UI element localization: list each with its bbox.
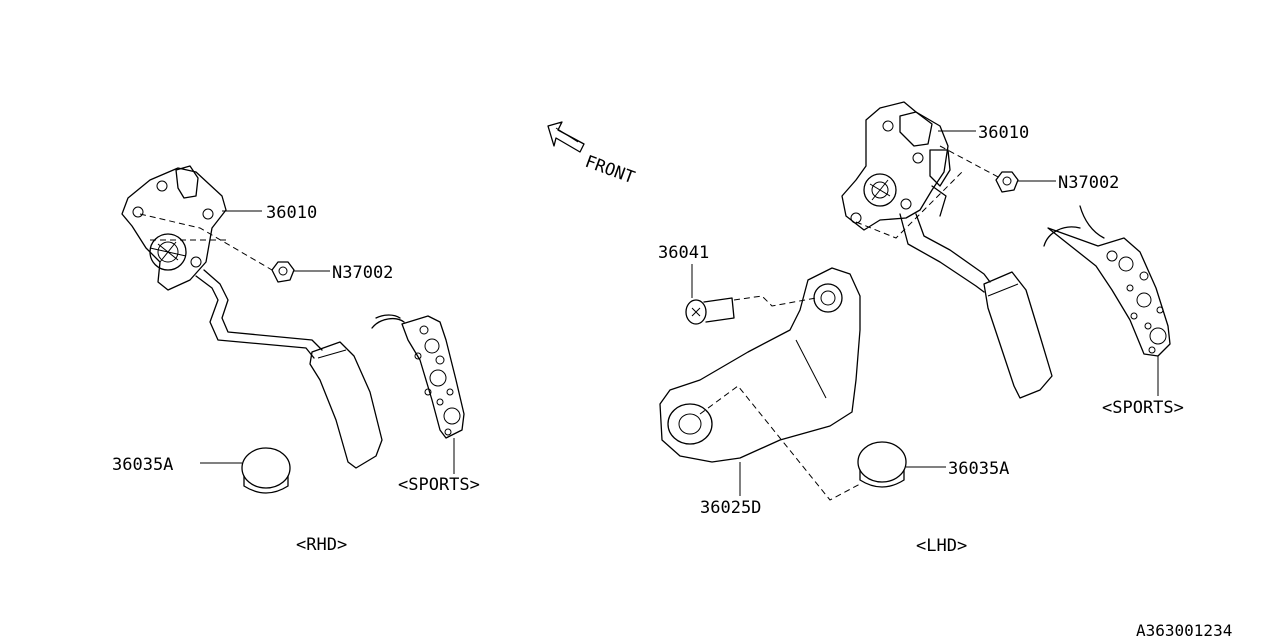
- figure-id: A363001234: [1136, 621, 1232, 640]
- rhd-sensor-part-number: 36010: [266, 203, 317, 223]
- lhd-sports-pedal-pad: [1043, 205, 1171, 396]
- lhd-bracket: [659, 267, 861, 501]
- rhd-stopper-part-number: 36035A: [112, 455, 173, 475]
- lhd-stopper-part-number: 36035A: [948, 459, 1009, 479]
- front-arrow-icon: [547, 121, 585, 153]
- lhd-bracket-part-number: 36025D: [700, 498, 761, 518]
- lhd-sensor-part-number: 36010: [978, 123, 1029, 143]
- lhd-stopper: [857, 441, 946, 488]
- rhd-sports-label: <SPORTS>: [398, 475, 480, 495]
- front-label: FRONT: [582, 152, 637, 188]
- rhd-stopper: [200, 447, 291, 494]
- rhd-caption: <RHD>: [296, 535, 347, 555]
- lhd-accelerator-pedal-assembly: [841, 101, 1056, 399]
- lhd-bolt: [685, 264, 817, 325]
- lhd-nut-part-number: N37002: [1058, 173, 1119, 193]
- lhd-sports-label: <SPORTS>: [1102, 398, 1184, 418]
- lhd-bolt-part-number: 36041: [658, 243, 709, 263]
- lhd-caption: <LHD>: [916, 536, 967, 556]
- rhd-accelerator-pedal-assembly: [121, 165, 383, 469]
- rhd-nut-part-number: N37002: [332, 263, 393, 283]
- rhd-sports-pedal-pad: [371, 314, 465, 474]
